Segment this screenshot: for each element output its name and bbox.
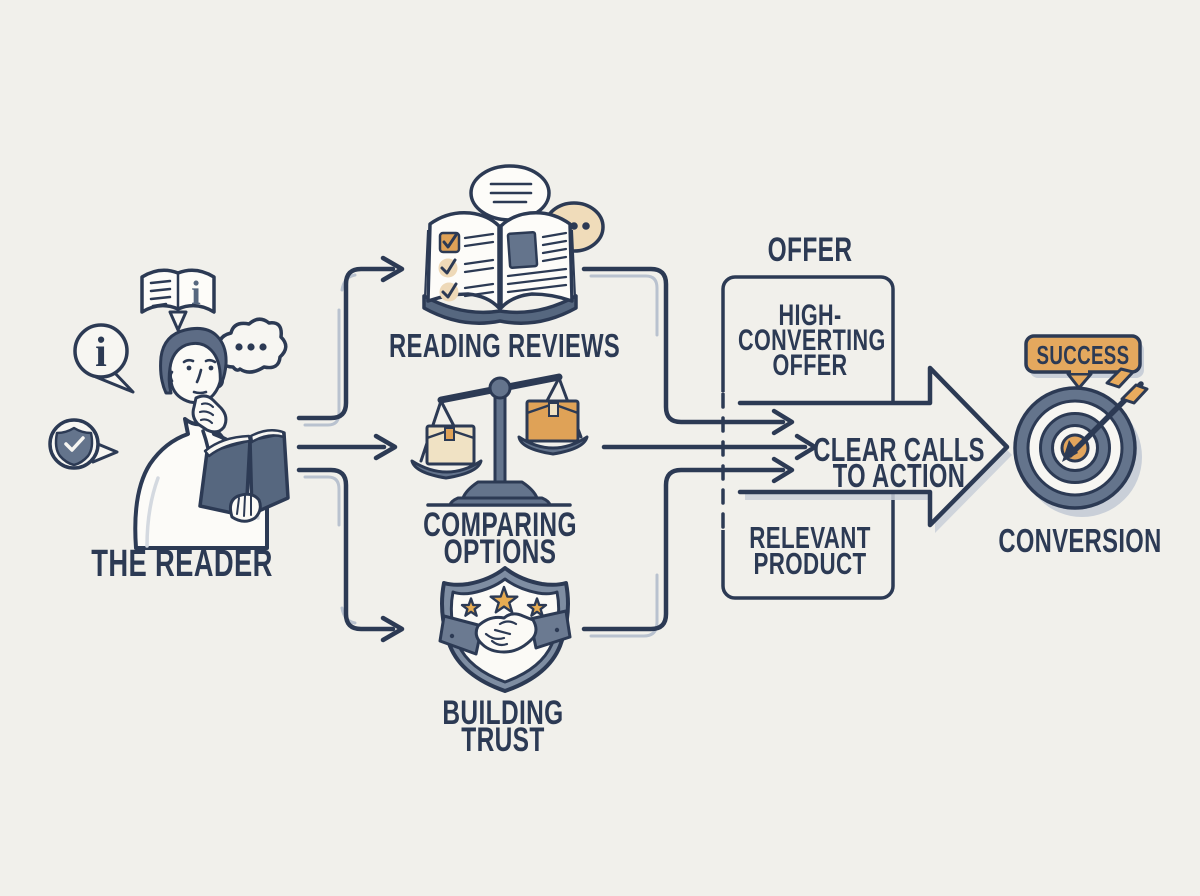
held-book-icon [198, 428, 290, 523]
review-book-icon [422, 210, 578, 325]
reader-label: THE READER [91, 543, 273, 585]
arrow-trust-to-offer [581, 467, 786, 632]
target-icon [1013, 367, 1149, 517]
relevant-product-label: RELEVANT PRODUCT [749, 520, 871, 581]
star-icon [460, 585, 548, 617]
success-badge-icon [1024, 334, 1144, 390]
handshake-icon [438, 609, 572, 656]
open-book-info-icon: i [140, 268, 216, 332]
arrow-hit-icon [1062, 367, 1149, 462]
offer-arrow-icon [737, 365, 1012, 533]
offer-title: OFFER [767, 231, 853, 269]
reading-reviews-label: READING REVIEWS [389, 327, 621, 364]
svg-text:i: i [191, 275, 200, 312]
connector-arrows [296, 255, 818, 643]
clear-calls-to-action-label: CLEAR CALLS TO ACTION [813, 431, 985, 494]
arrow-reader-to-reviews [296, 266, 396, 421]
high-converting-offer-label: HIGH- CONVERTING OFFER [738, 299, 886, 382]
reader-person-icon [133, 327, 290, 550]
comparing-options-label: COMPARING OPTIONS [423, 506, 577, 571]
info-speech-bubble-icon: i [73, 323, 135, 394]
building-trust-label: BUILDING TRUST [442, 694, 564, 759]
conversion-label: CONVERSION [998, 522, 1162, 559]
trust-shield-icon [438, 566, 572, 693]
balance-scale-icon [410, 373, 589, 507]
success-badge-label: SUCCESS [1036, 340, 1130, 370]
shield-check-bubble-icon [48, 418, 119, 470]
svg-text:i: i [95, 330, 107, 376]
arrow-reviews-to-offer [581, 266, 786, 425]
arrow-reader-to-trust [296, 467, 396, 632]
